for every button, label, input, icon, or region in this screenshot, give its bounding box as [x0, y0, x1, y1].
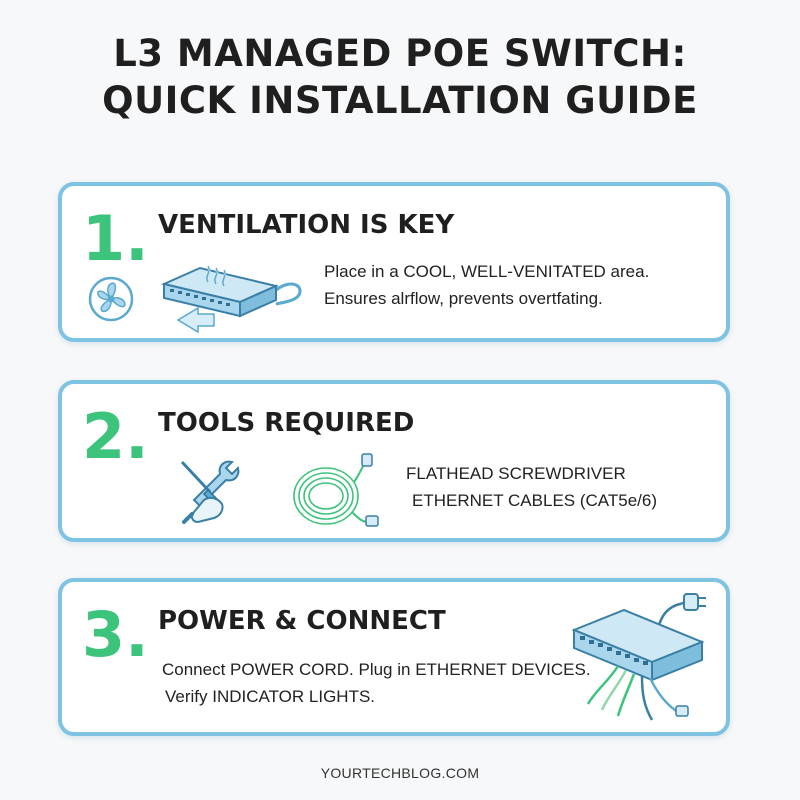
footer-site: YOURTECHBLOG.COM	[320, 765, 480, 781]
step-description-line: Verify INDICATOR LIGHTS.	[165, 687, 376, 706]
step-card-ventilation: 1. VENTILATION IS KEY	[58, 182, 730, 342]
ethernet-cable-icon	[293, 453, 379, 527]
step-card-power: 3. POWER & CONNECT Connect POWER CORD. P	[58, 578, 730, 736]
step-heading: TOOLS REQUIRED	[158, 408, 415, 438]
step-heading: VENTILATION IS KEY	[158, 210, 455, 240]
title-line-2: QUICK INSTALLATION GUIDE	[102, 79, 698, 122]
screwdriver-wrench-icon	[180, 460, 240, 524]
title-line-1: L3 MANAGED POE SWITCH:	[113, 32, 687, 75]
page-title: L3 MANAGED POE SWITCH: QUICK INSTALLATIO…	[0, 30, 800, 124]
fan-icon	[88, 276, 134, 322]
switch-connected-icon	[571, 593, 706, 721]
step-card-tools: 2. TOOLS REQUIRED FLATHEAD SCREWDRIVER E…	[58, 380, 730, 542]
step-description: Connect POWER CORD. Plug in ETHERNET DEV…	[162, 656, 591, 710]
step-description-line: Place in a COOL, WELL-VENITATED area.	[324, 262, 650, 281]
step-number: 2.	[82, 400, 149, 473]
step-description-line: FLATHEAD SCREWDRIVER	[406, 464, 626, 483]
switch-airflow-icon	[160, 262, 302, 334]
step-number: 3.	[82, 598, 149, 671]
step-description-line: Connect POWER CORD. Plug in ETHERNET DEV…	[162, 660, 591, 679]
step-description-line: Ensures alrflow, prevents overtfating.	[324, 289, 603, 308]
step-description: FLATHEAD SCREWDRIVER ETHERNET CABLES (CA…	[406, 460, 657, 514]
step-description: Place in a COOL, WELL-VENITATED area. En…	[324, 258, 649, 312]
step-number: 1.	[82, 202, 149, 275]
step-heading: POWER & CONNECT	[158, 606, 446, 636]
step-description-line: ETHERNET CABLES (CAT5e/6)	[412, 491, 657, 510]
